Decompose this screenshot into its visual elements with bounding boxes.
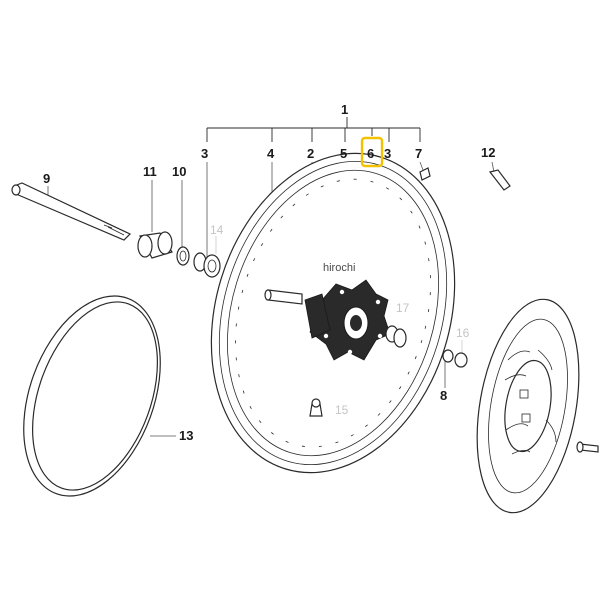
balance-screw	[419, 167, 431, 181]
callout-14[interactable]: 14	[210, 223, 224, 237]
tire-band	[23, 295, 161, 497]
callout-13[interactable]: 13	[179, 428, 193, 443]
callout-8[interactable]: 8	[440, 388, 447, 403]
tire-valve	[309, 398, 323, 417]
seal	[176, 246, 190, 266]
spacer-bushing	[442, 349, 468, 368]
hub-spacer	[264, 289, 303, 305]
callout-4[interactable]: 4	[267, 146, 275, 161]
callout-7[interactable]: 7	[415, 146, 422, 161]
callout-17[interactable]: 17	[396, 301, 410, 315]
callout-3-right[interactable]: 3	[384, 146, 391, 161]
axle	[11, 182, 132, 241]
balance-weight	[488, 169, 511, 191]
callout-1[interactable]: 1	[341, 102, 348, 117]
callout-15[interactable]: 15	[335, 403, 349, 417]
spacer-sleeve	[137, 231, 173, 259]
callout-16[interactable]: 16	[456, 326, 470, 340]
callout-5[interactable]: 5	[340, 146, 347, 161]
wheel-hub	[304, 279, 391, 361]
bearing-right	[385, 325, 407, 348]
callout-6[interactable]: 6	[367, 146, 374, 161]
callout-11[interactable]: 11	[143, 164, 157, 179]
callout-9[interactable]: 9	[43, 171, 50, 186]
callout-1-bracket	[206, 117, 421, 142]
callout-10[interactable]: 10	[172, 164, 186, 179]
callout-12[interactable]: 12	[481, 145, 495, 160]
disc-bolt	[576, 441, 599, 453]
brake-disc	[476, 298, 580, 514]
callout-2[interactable]: 2	[307, 146, 314, 161]
callout-6-highlight	[360, 136, 384, 168]
watermark-text: hirochi	[323, 262, 355, 274]
bearing-left	[193, 252, 221, 278]
callout-3-left[interactable]: 3	[201, 146, 208, 161]
